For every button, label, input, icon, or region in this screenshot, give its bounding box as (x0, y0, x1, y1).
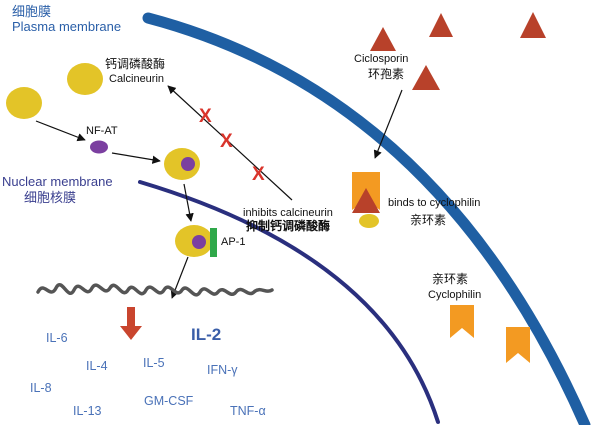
binding-label-cn: 亲环素 (410, 213, 447, 227)
plasma-membrane (142, 12, 591, 425)
calcineurin-label-en: Calcineurin (109, 73, 165, 85)
arrow-nfat-binding (111, 152, 161, 164)
nuclear-membrane (138, 180, 440, 424)
calcineurin-bound (359, 214, 379, 228)
inhibition-label-cn: 抑制钙调磷酸酶 (246, 219, 331, 233)
plasma-membrane-label-en: Plasma membrane (12, 19, 122, 34)
downregulation-arrow (120, 307, 142, 340)
arrow-nuclear-entry (183, 183, 194, 222)
ciclosporin-label-cn: 环孢素 (368, 67, 405, 81)
ciclosporin-molecule-1 (370, 27, 396, 51)
calcineurin-label-cn: 钙调磷酸酶 (105, 57, 166, 71)
nfat-molecule (90, 140, 108, 154)
inhibition-label-en: inhibits calcineurin (243, 207, 333, 219)
cytokine-il8: IL-8 (30, 381, 52, 395)
cytokine-il4: IL-4 (86, 359, 108, 373)
inhibition-x-1: X (199, 106, 212, 127)
ap1-label: AP-1 (221, 236, 246, 248)
calcineurin-inactive (6, 87, 42, 119)
arrow-inhibition (167, 85, 293, 201)
plasma-membrane-label-cn: 细胞膜 (12, 4, 52, 19)
cytokine-ifng: IFN-γ (207, 363, 238, 377)
arrow-ciclosporin-binding (373, 89, 403, 159)
nfat-in-nucleus (192, 235, 206, 249)
calcineurin-molecule (67, 63, 103, 95)
nuclear-membrane-label-en: Nuclear membrane (2, 174, 113, 189)
cyclophilin-molecule-1 (450, 305, 474, 338)
cytokine-tnfa: TNF-α (230, 404, 266, 418)
ciclosporin-molecule-2 (429, 13, 453, 37)
inhibition-x-2: X (220, 131, 233, 152)
dna-strand (36, 283, 274, 297)
cytokine-il13: IL-13 (73, 404, 102, 418)
cyclophilin-label-cn: 亲环素 (432, 272, 469, 286)
ciclosporin-label-en: Ciclosporin (354, 53, 409, 65)
nfat-label: NF-AT (86, 125, 118, 137)
cytokine-il6: IL-6 (46, 331, 68, 345)
ciclosporin-bound (352, 188, 380, 213)
nfat-on-complex (181, 157, 195, 171)
cytokine-il5: IL-5 (143, 356, 165, 370)
ciclosporin-molecule-4 (412, 65, 440, 90)
ap1-molecule (210, 228, 217, 257)
arrow-activation (35, 120, 86, 142)
binding-label-en: binds to cyclophilin (388, 197, 481, 209)
ciclosporin-molecule-3 (520, 12, 546, 38)
cytokine-gmcsf: GM-CSF (144, 394, 194, 408)
cyclophilin-label-en: Cyclophilin (428, 289, 482, 301)
cytokine-il2: IL-2 (191, 325, 222, 344)
nuclear-membrane-label-cn: 细胞核膜 (24, 190, 77, 205)
inhibition-x-3: X (252, 164, 265, 185)
cyclophilin-molecule-2 (506, 327, 530, 363)
